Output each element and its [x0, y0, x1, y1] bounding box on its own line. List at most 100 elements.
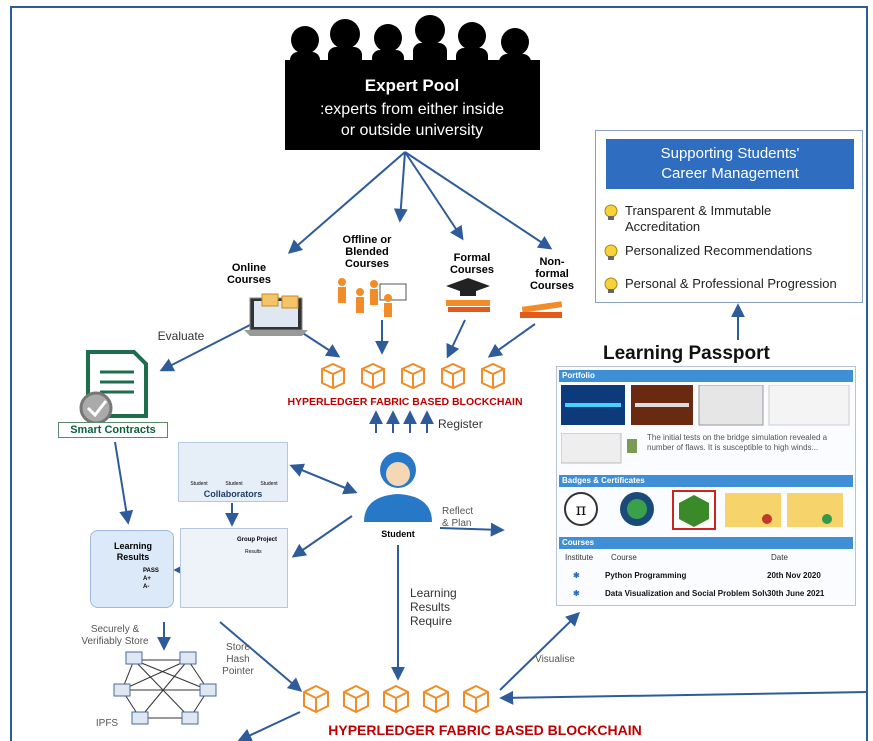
learning-results-grades: PASS A+ A-	[143, 567, 159, 591]
lightbulb-icon	[604, 204, 618, 220]
student-avatar-icon	[364, 452, 432, 522]
collaborators-panel: Student Student Student Collaborators	[178, 442, 288, 502]
badges-bar: Badges & Certificates	[559, 475, 853, 487]
course-date: 30th June 2021	[767, 589, 825, 598]
collaborators-label: Collaborators	[203, 489, 263, 499]
grade-value: PASS	[143, 568, 159, 574]
reflect-plan-label: Reflect & Plan	[442, 506, 490, 530]
online-label-line: Online	[231, 262, 267, 274]
student-label: Student	[381, 529, 415, 539]
offline-courses-label: Offline or Blended Courses	[334, 234, 400, 270]
graduation-cap-icon	[446, 278, 490, 312]
career-item-text: Personal & Professional Progression	[625, 276, 837, 291]
lightbulb-icon	[604, 277, 618, 293]
smart-contracts-label: Smart Contracts	[58, 422, 168, 438]
course-date: 20th Nov 2020	[767, 571, 821, 580]
course-name: Python Programming	[605, 571, 687, 580]
offline-label-line: Blended	[345, 246, 389, 258]
course-row: ✱ Python Programming 20th Nov 2020	[559, 571, 853, 580]
group-project-title: Group Project	[237, 537, 278, 543]
blockchain-top-label: HYPERLEDGER FABRIC BASED BLOCKCHAIN	[287, 396, 523, 408]
learning-passport-card: Portfolio The initial tests on the bridg…	[556, 366, 856, 606]
securely-store-line: Verifiably Store	[81, 636, 149, 647]
store-hash-line: Store	[226, 642, 250, 653]
career-heading-line: Supporting Students'	[660, 145, 800, 162]
course-row: ✱ Data Visualization and Social Problem …	[559, 589, 853, 598]
register-label: Register	[438, 417, 483, 431]
portfolio-sketch	[561, 433, 637, 464]
offline-label-line: Offline or	[342, 234, 392, 246]
ipfs-label: IPFS	[95, 718, 119, 729]
learning-passport-title: Learning Passport	[603, 343, 770, 364]
blockchain-top-blocks	[321, 362, 505, 390]
portfolio-bar: Portfolio	[559, 370, 853, 382]
badge-icons: π	[564, 490, 843, 530]
lrr-line: Learning	[410, 586, 457, 600]
header-date: Date	[771, 553, 788, 562]
career-item: Personalized Recommendations	[602, 243, 812, 263]
securely-store-label: Securely & Verifiably Store	[70, 624, 160, 648]
nonformal-label-line: formal	[535, 268, 569, 280]
portfolio-thumbnails	[561, 385, 850, 426]
reflect-plan-line: & Plan	[442, 518, 472, 529]
visualise-label: Visualise	[535, 654, 575, 665]
smart-contract-document-icon	[79, 350, 148, 425]
reflect-plan-line: Reflect	[442, 506, 474, 517]
portfolio-note: The initial tests on the bridge simulati…	[647, 433, 828, 452]
formal-courses-label: Formal Courses	[440, 252, 504, 276]
career-heading: Supporting Students' Career Management	[606, 139, 854, 189]
courses-bar: Courses	[559, 537, 853, 549]
diagram-frame	[10, 6, 868, 741]
expert-pool-title: Expert Pool	[364, 76, 460, 95]
expert-pool-subtitle-line1: :experts from either inside	[319, 101, 505, 118]
store-hash-line: Hash	[226, 654, 250, 665]
collaborator-student-label: Student	[190, 481, 208, 487]
collaborator-student-label: Student	[225, 481, 243, 487]
group-project-card: Group Project Results	[180, 528, 288, 608]
grade-value: A-	[143, 584, 150, 590]
expert-pool-subtitle-line2: or outside university	[340, 122, 484, 139]
expert-pool-silhouettes	[285, 15, 540, 150]
header-course: Course	[611, 553, 637, 562]
nonformal-courses-label: Non- formal Courses	[524, 256, 580, 292]
online-label-line: Courses	[226, 274, 272, 286]
blockchain-bottom-blocks	[303, 684, 489, 714]
lrr-line: Require	[410, 614, 453, 628]
career-heading-line: Career Management	[661, 165, 799, 182]
lrr-line: Results	[410, 600, 451, 614]
blockchain-bottom-label: HYPERLEDGER FABRIC BASED BLOCKCHAIN	[328, 722, 642, 738]
store-hash-line: Pointer	[222, 666, 254, 677]
formal-label-line: Formal	[453, 252, 491, 264]
evaluate-label: Evaluate	[157, 329, 205, 343]
course-name: Data Visualization and Social Problem So…	[605, 589, 767, 598]
lightbulb-icon	[604, 244, 618, 260]
offline-label-line: Courses	[344, 258, 390, 270]
career-item-text: Personalized Recommendations	[625, 243, 813, 258]
svg-text:π: π	[576, 500, 587, 519]
ipfs-network	[113, 651, 217, 725]
nonformal-label-line: Courses	[529, 280, 575, 292]
learning-results-require-label: Learning Results Require	[410, 586, 480, 628]
institute-icon: ✱	[573, 571, 580, 580]
classroom-icon	[338, 278, 407, 317]
courses-table-header: Institute Course Date	[559, 553, 853, 562]
group-project-sub: Results	[245, 549, 262, 555]
laptop-icon	[244, 293, 308, 336]
learning-results-title: Learning Results	[91, 541, 175, 563]
learning-results-title-line: Results	[116, 552, 150, 562]
nonformal-label-line: Non-	[539, 256, 565, 268]
learning-results-title-line: Learning	[113, 541, 152, 551]
formal-label-line: Courses	[449, 264, 495, 276]
collaborator-student-label: Student	[260, 481, 278, 487]
grade-value: A+	[143, 576, 151, 582]
career-item-text: Transparent & Immutable	[625, 203, 772, 218]
career-item: Personal & Professional Progression	[602, 276, 837, 296]
career-item: Transparent & Immutable Accreditation	[602, 203, 771, 235]
books-icon	[520, 301, 563, 318]
career-management-panel: Supporting Students' Career Management T…	[595, 130, 863, 303]
store-hash-label: Store Hash Pointer	[216, 642, 260, 678]
institute-icon: ✱	[573, 589, 580, 598]
career-item-text: Accreditation	[625, 219, 701, 234]
learning-results-card: Learning Results PASS A+ A-	[90, 530, 174, 608]
online-courses-label: Online Courses	[220, 262, 278, 286]
